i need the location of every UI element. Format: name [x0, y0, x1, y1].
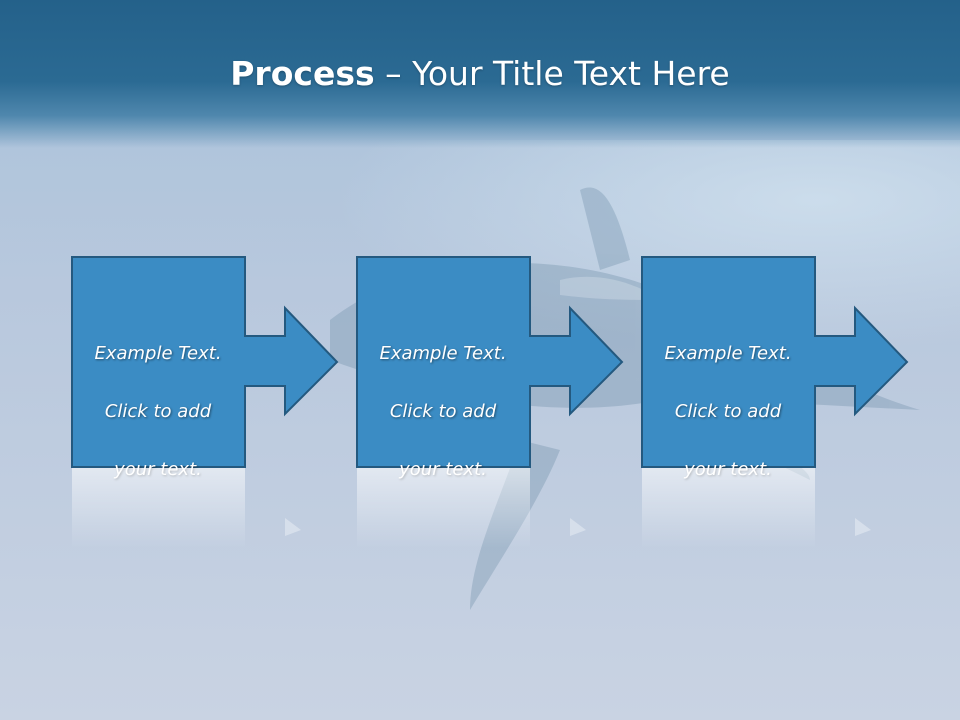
- step-reflection-3: [641, 468, 911, 548]
- process-box-arrow-shape: [71, 256, 339, 468]
- title-text: – Your Title Text Here: [374, 54, 730, 93]
- process-box-arrow-shape: [641, 256, 909, 468]
- process-step-2[interactable]: Example Text. Click to add your text.: [356, 256, 626, 480]
- process-step-1[interactable]: Example Text. Click to add your text.: [71, 256, 341, 480]
- process-box-arrow-shape: [356, 256, 624, 468]
- slide-title[interactable]: Process – Your Title Text Here: [0, 52, 960, 96]
- step-reflection-1: [71, 468, 341, 548]
- step-reflection-2: [356, 468, 626, 548]
- title-bar: [0, 0, 960, 148]
- process-step-3[interactable]: Example Text. Click to add your text.: [641, 256, 911, 480]
- title-bold-word: Process: [230, 54, 375, 93]
